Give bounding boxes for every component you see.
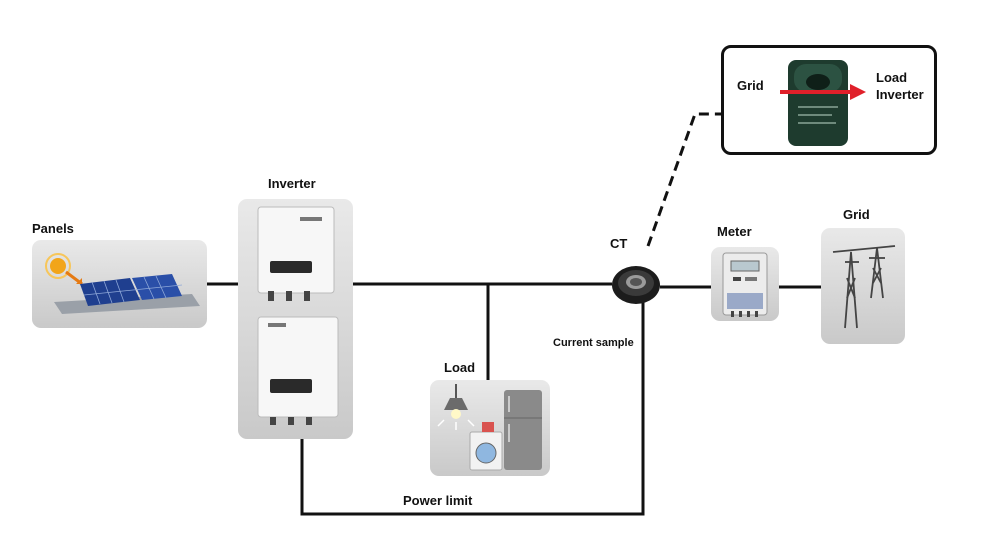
load-tile (430, 380, 550, 476)
power-limit-label: Power limit (403, 493, 473, 508)
inverter-icon (257, 206, 339, 425)
ct-sensor-icon (612, 266, 660, 304)
wire-power-limit (300, 300, 645, 516)
appliances-icon (437, 384, 542, 471)
current-sample-label: Current sample (553, 337, 634, 349)
callout-load-label: Load (876, 70, 908, 85)
callout-inverter-label: Inverter (876, 87, 924, 102)
callout-grid-label: Grid (737, 78, 764, 93)
ct-detail-callout: Grid Load Inverter (721, 45, 937, 155)
inverter-tile (238, 199, 353, 439)
meter-icon (722, 252, 768, 317)
grid-tile (821, 228, 905, 344)
inverter-label: Inverter (268, 176, 316, 191)
ct-label: CT (610, 236, 628, 251)
split-core-ct-icon (780, 60, 866, 146)
solar-panel-icon (45, 253, 200, 314)
grid-label: Grid (843, 207, 870, 222)
meter-tile (711, 247, 779, 321)
load-label: Load (444, 360, 476, 375)
meter-label: Meter (717, 224, 752, 239)
dashed-callout-connector (646, 112, 721, 247)
panels-label: Panels (32, 221, 74, 236)
transmission-tower-icon (832, 245, 896, 329)
solar-panels-tile (32, 240, 207, 328)
